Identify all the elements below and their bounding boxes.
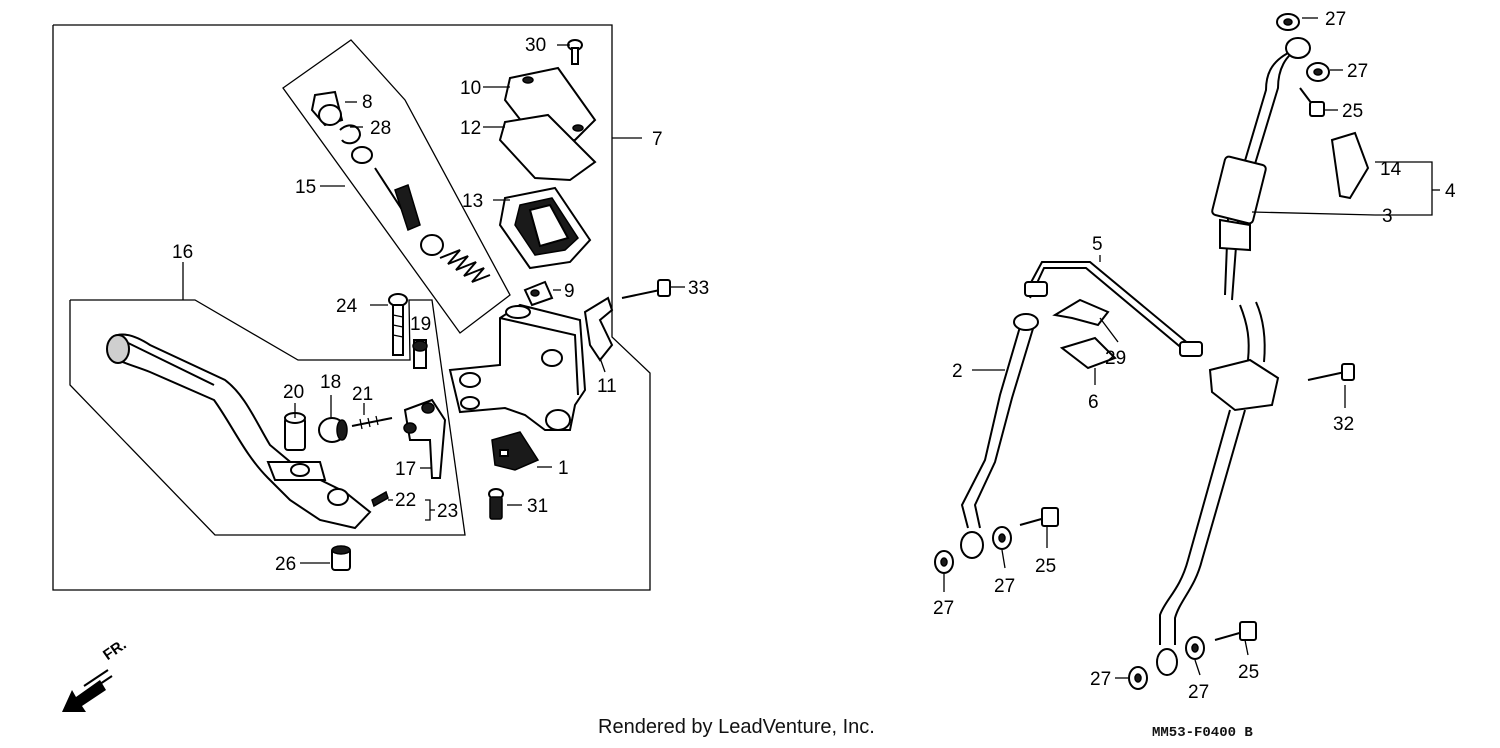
callout-21: 21 xyxy=(352,384,373,405)
callout-15: 15 xyxy=(295,177,316,198)
mirror-holder[interactable] xyxy=(583,296,614,362)
callout-7: 7 xyxy=(652,129,663,150)
cap-screw[interactable] xyxy=(567,39,583,65)
oil-bolt[interactable] xyxy=(1214,621,1257,641)
piston-spring[interactable] xyxy=(439,249,491,283)
callout-9: 9 xyxy=(564,281,575,302)
hose-clamp[interactable] xyxy=(1059,336,1117,370)
plate[interactable] xyxy=(523,280,554,307)
assembly-frame xyxy=(52,24,651,591)
master-cylinder-body[interactable] xyxy=(448,303,587,431)
sealing-washer[interactable] xyxy=(1185,636,1205,660)
callout-4: 4 xyxy=(1445,181,1456,202)
callout-27a: 27 xyxy=(1325,9,1346,30)
cup[interactable] xyxy=(420,234,444,256)
callout-labels: 30 10 12 13 7 8 28 15 16 9 33 24 19 11 1… xyxy=(172,9,1456,703)
boot[interactable] xyxy=(310,90,344,127)
switch-screw[interactable] xyxy=(488,488,504,520)
bleeder-cap[interactable] xyxy=(1330,131,1370,200)
pivot-bolt[interactable] xyxy=(388,293,408,356)
adjust-screw[interactable] xyxy=(412,339,428,369)
callout-27f: 27 xyxy=(1188,682,1209,703)
render-credit: Rendered by LeadVenture, Inc. xyxy=(598,716,875,738)
oil-bolt[interactable] xyxy=(1299,87,1325,117)
callout-27c: 27 xyxy=(994,576,1015,597)
brake-hose-lower-right[interactable] xyxy=(1156,409,1246,676)
adjuster-knob[interactable] xyxy=(318,417,348,443)
pipe-clamp[interactable] xyxy=(1052,298,1110,327)
front-direction-arrow-icon xyxy=(62,669,113,712)
diagram-code: MM53-F0400 B xyxy=(1152,725,1253,741)
piston[interactable] xyxy=(351,146,421,232)
brake-lever[interactable] xyxy=(106,333,372,530)
diaphragm[interactable] xyxy=(498,186,592,270)
callout-3: 3 xyxy=(1382,206,1393,227)
callout-25c: 25 xyxy=(1238,662,1259,683)
callout-11: 11 xyxy=(597,376,617,397)
brake-hose-upper[interactable] xyxy=(1211,37,1311,301)
callout-24: 24 xyxy=(336,296,358,317)
joint-bolt[interactable] xyxy=(1307,363,1355,381)
pivot-nut[interactable] xyxy=(331,545,351,571)
callout-5: 5 xyxy=(1092,234,1103,255)
three-way-joint[interactable] xyxy=(1208,301,1280,412)
knocker[interactable] xyxy=(403,398,447,479)
callout-27e: 27 xyxy=(1090,669,1111,690)
sealing-washer[interactable] xyxy=(934,550,954,574)
brake-pipe[interactable] xyxy=(1024,261,1203,357)
callout-20: 20 xyxy=(283,382,304,403)
callout-23: 23 xyxy=(437,501,458,522)
callout-27b: 27 xyxy=(1347,61,1368,82)
callout-8: 8 xyxy=(362,92,373,113)
circlip[interactable] xyxy=(339,124,362,145)
callout-18: 18 xyxy=(320,372,341,393)
leader-lines xyxy=(182,17,1440,679)
sealing-washer[interactable] xyxy=(1128,666,1148,690)
callout-12: 12 xyxy=(460,118,481,139)
callout-22: 22 xyxy=(395,490,416,511)
callout-6: 6 xyxy=(1088,392,1099,413)
callout-10: 10 xyxy=(460,78,481,99)
spring[interactable] xyxy=(371,490,389,508)
lever-frame xyxy=(69,299,466,536)
callout-28: 28 xyxy=(370,118,391,139)
brake-switch[interactable] xyxy=(491,431,540,471)
callout-16: 16 xyxy=(172,242,193,263)
callout-17: 17 xyxy=(395,459,416,480)
callout-14: 14 xyxy=(1380,159,1402,180)
sealing-washer[interactable] xyxy=(992,526,1012,550)
callout-33: 33 xyxy=(688,278,709,299)
callout-31: 31 xyxy=(527,496,548,517)
brake-hose-lower-left[interactable] xyxy=(960,313,1039,559)
oil-bolt[interactable] xyxy=(1019,507,1059,527)
holder-bolt[interactable] xyxy=(621,279,671,299)
collar[interactable] xyxy=(284,412,306,451)
callout-2: 2 xyxy=(952,361,963,382)
callout-25b: 25 xyxy=(1035,556,1056,577)
callout-26: 26 xyxy=(275,554,296,575)
lever-pivot-boss xyxy=(327,488,349,506)
callout-32: 32 xyxy=(1333,414,1354,435)
callout-30: 30 xyxy=(525,35,546,56)
sealing-washer[interactable] xyxy=(1306,62,1330,82)
diaphragm-plate[interactable] xyxy=(498,113,597,182)
callout-13: 13 xyxy=(462,191,483,212)
callout-19: 19 xyxy=(410,314,431,335)
piston-kit-frame xyxy=(282,39,511,334)
callout-29: 29 xyxy=(1105,348,1126,369)
sealing-washer[interactable] xyxy=(1276,13,1300,31)
callout-27d: 27 xyxy=(933,598,954,619)
callout-1: 1 xyxy=(558,458,569,479)
adjust-bolt[interactable] xyxy=(351,415,393,430)
callout-25a: 25 xyxy=(1342,101,1363,122)
